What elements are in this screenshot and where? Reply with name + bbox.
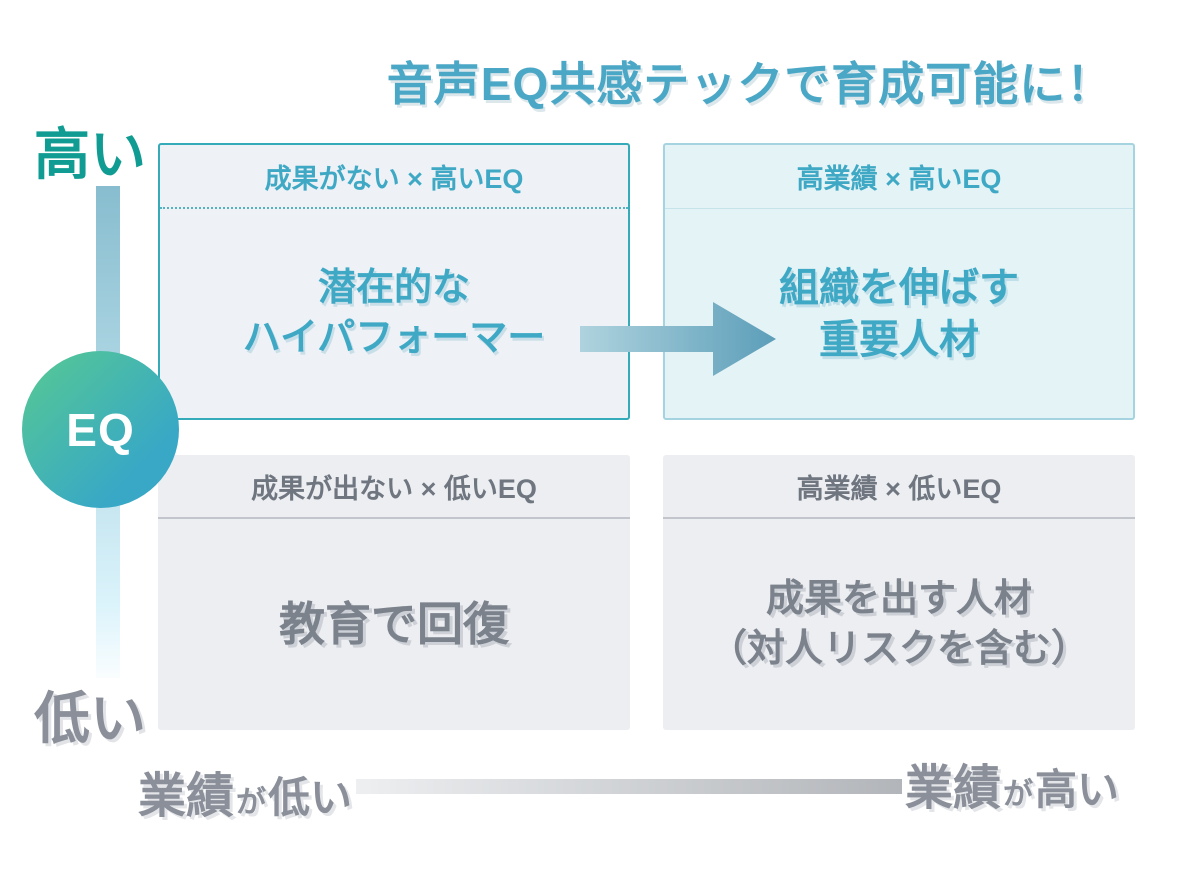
x-axis-low-tail: 低い	[268, 774, 353, 821]
x-axis-high-label: 業績 が 高い	[905, 748, 1119, 818]
x-axis-low-particle: が	[236, 786, 267, 819]
body-line: 組織を伸ばす	[779, 265, 1019, 310]
body-line: 教育で回復	[279, 597, 509, 650]
y-axis-low-label: 低い	[34, 687, 146, 750]
x-axis-high-tail: 高い	[1035, 766, 1120, 813]
quadrant-bottom-right: 高業績 × 低いEQ 成果を出す人材 （対人リスクを含む）	[663, 455, 1135, 730]
page-title: 音声EQ共感テックで育成可能に！	[386, 58, 1114, 110]
body-line: 潜在的な	[317, 267, 470, 310]
quadrant-bottom-right-header: 高業績 × 低いEQ	[663, 455, 1135, 519]
eq-circle-badge: EQ	[22, 351, 179, 508]
quadrant-top-left: 成果がない × 高いEQ 潜在的な ハイパフォーマー	[158, 143, 630, 420]
quadrant-top-left-body: 潜在的な ハイパフォーマー	[160, 209, 628, 418]
y-axis-high-label: 高い	[34, 123, 146, 186]
x-axis-low-label: 業績 が 低い	[138, 756, 352, 826]
quadrant-top-right-body: 組織を伸ばす 重要人材	[665, 209, 1133, 418]
quadrant-top-right-header: 高業績 × 高いEQ	[665, 145, 1133, 209]
x-axis-high-main: 業績	[905, 762, 1002, 815]
body-line: ハイパフォーマー	[242, 316, 546, 359]
right-arrow-icon	[578, 296, 778, 382]
eq-badge-label: EQ	[66, 403, 135, 456]
x-axis-low-main: 業績	[138, 770, 235, 823]
quadrant-top-left-header: 成果がない × 高いEQ	[160, 145, 628, 209]
quadrant-bottom-left-header: 成果が出ない × 低いEQ	[158, 455, 630, 519]
quadrant-bottom-right-body: 成果を出す人材 （対人リスクを含む）	[663, 519, 1135, 730]
quadrant-bottom-left-body: 教育で回復	[158, 519, 630, 730]
quadrant-bottom-left: 成果が出ない × 低いEQ 教育で回復	[158, 455, 630, 730]
body-line: 重要人材	[819, 317, 979, 362]
body-line: 成果を出す人材	[765, 578, 1032, 621]
x-axis-bar	[356, 779, 902, 794]
body-line: （対人リスクを含む）	[708, 627, 1089, 670]
quadrant-top-right: 高業績 × 高いEQ 組織を伸ばす 重要人材	[663, 143, 1135, 420]
x-axis-high-particle: が	[1003, 778, 1034, 811]
